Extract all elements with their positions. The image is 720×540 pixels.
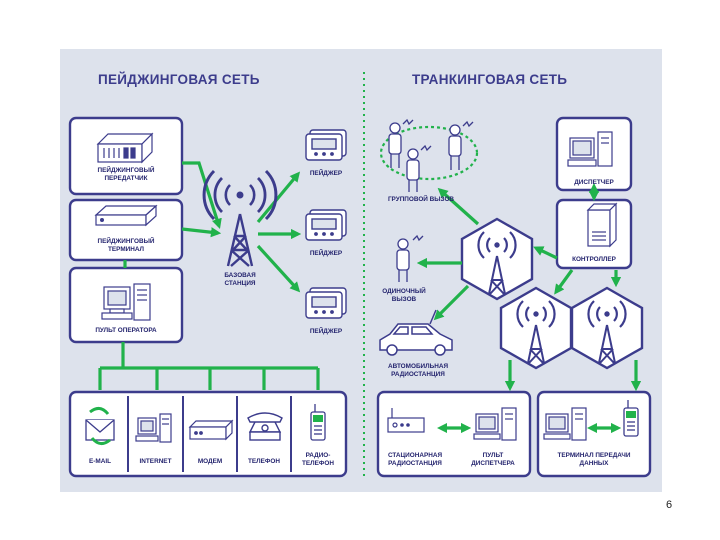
telephone-icon bbox=[247, 412, 283, 441]
trunking-arrows bbox=[416, 182, 642, 434]
dispatch-console-icon bbox=[473, 407, 517, 441]
internet-pc-icon bbox=[135, 413, 172, 443]
pager-icon-1 bbox=[305, 129, 347, 161]
telephone-label: ТЕЛЕФОН bbox=[248, 458, 280, 465]
email-label: E-MAIL bbox=[88, 458, 111, 465]
controller-rack-icon bbox=[586, 202, 618, 248]
car-icon bbox=[379, 309, 453, 356]
dispatcher-pc-icon bbox=[567, 131, 613, 167]
hex-tower-1 bbox=[477, 231, 517, 295]
pager-label-3: ПЕЙДЖЕР bbox=[309, 328, 343, 335]
paging-title: ПЕЙДЖИНГОВАЯ СЕТЬ bbox=[98, 72, 260, 87]
fixed-radio-icon bbox=[387, 408, 425, 433]
pager-icon-2 bbox=[305, 209, 347, 241]
hex-tower-3 bbox=[587, 300, 627, 364]
internet-label: INTERNET bbox=[139, 458, 172, 465]
person-icon-3 bbox=[448, 120, 474, 170]
paging-arrows bbox=[98, 161, 320, 390]
person-icon-single bbox=[396, 234, 424, 282]
cell-towers bbox=[477, 231, 627, 364]
person-icon-2 bbox=[406, 144, 432, 192]
bottom-dividers bbox=[127, 396, 292, 472]
pager-label-1: ПЕЙДЖЕР bbox=[309, 170, 343, 177]
base-station-label: БАЗОВАЯ СТАНЦИЯ bbox=[224, 272, 256, 287]
dispatcher-label: ДИСПЕТЧЕР bbox=[574, 179, 614, 186]
base-station-icon bbox=[202, 169, 278, 267]
operator-label: ПУЛЬТ ОПЕРАТОРА bbox=[95, 327, 157, 334]
radiophone-label: РАДИО- ТЕЛЕФОН bbox=[302, 452, 334, 467]
pager-label-2: ПЕЙДЖЕР bbox=[309, 250, 343, 257]
pager-icon-3 bbox=[305, 287, 347, 319]
fixed-station-label: СТАЦИОНАРНАЯ РАДИОСТАНЦИЯ bbox=[387, 452, 443, 467]
radiophone-icon bbox=[310, 404, 326, 441]
single-call-label: ОДИНОЧНЫЙ ВЫЗОВ bbox=[382, 288, 426, 303]
paging-terminal-label: ПЕЙДЖИНГОВЫЙ ТЕРМИНАЛ bbox=[97, 238, 155, 253]
email-icon bbox=[85, 407, 115, 445]
data-terminal-box bbox=[536, 390, 652, 478]
fixed-stations-box bbox=[376, 390, 532, 478]
person-icon-1 bbox=[388, 118, 414, 168]
transmitter-label: ПЕЙДЖИНГОВЫЙ ПЕРЕДАТЧИК bbox=[97, 167, 155, 182]
hex-tower-2 bbox=[516, 300, 556, 364]
modem-label: МОДЕМ bbox=[197, 458, 223, 465]
handheld-radio-icon bbox=[623, 400, 639, 437]
group-call-label: ГРУППОВОЙ ВЫЗОВ bbox=[387, 196, 455, 203]
modem-icon bbox=[188, 419, 234, 441]
page-number: 6 bbox=[666, 499, 673, 511]
controller-label: КОНТРОЛЛЕР bbox=[572, 256, 616, 263]
operator-pc-icon bbox=[101, 283, 151, 321]
paging-terminal-icon bbox=[94, 204, 158, 227]
data-terminal-label: ТЕРМИНАЛ ПЕРЕДАЧИ ДАННЫХ bbox=[557, 452, 631, 467]
group-call-ellipse bbox=[379, 125, 479, 181]
transmitter-icon bbox=[96, 132, 154, 164]
data-terminal-pc-icon bbox=[543, 407, 587, 441]
dispatch-console-label: ПУЛЬТ ДИСПЕТЧЕРА bbox=[471, 452, 515, 467]
trunking-title: ТРАНКИНГОВАЯ СЕТЬ bbox=[412, 72, 568, 87]
car-station-label: АВТОМОБИЛЬНАЯ РАДИОСТАНЦИЯ bbox=[387, 363, 449, 378]
